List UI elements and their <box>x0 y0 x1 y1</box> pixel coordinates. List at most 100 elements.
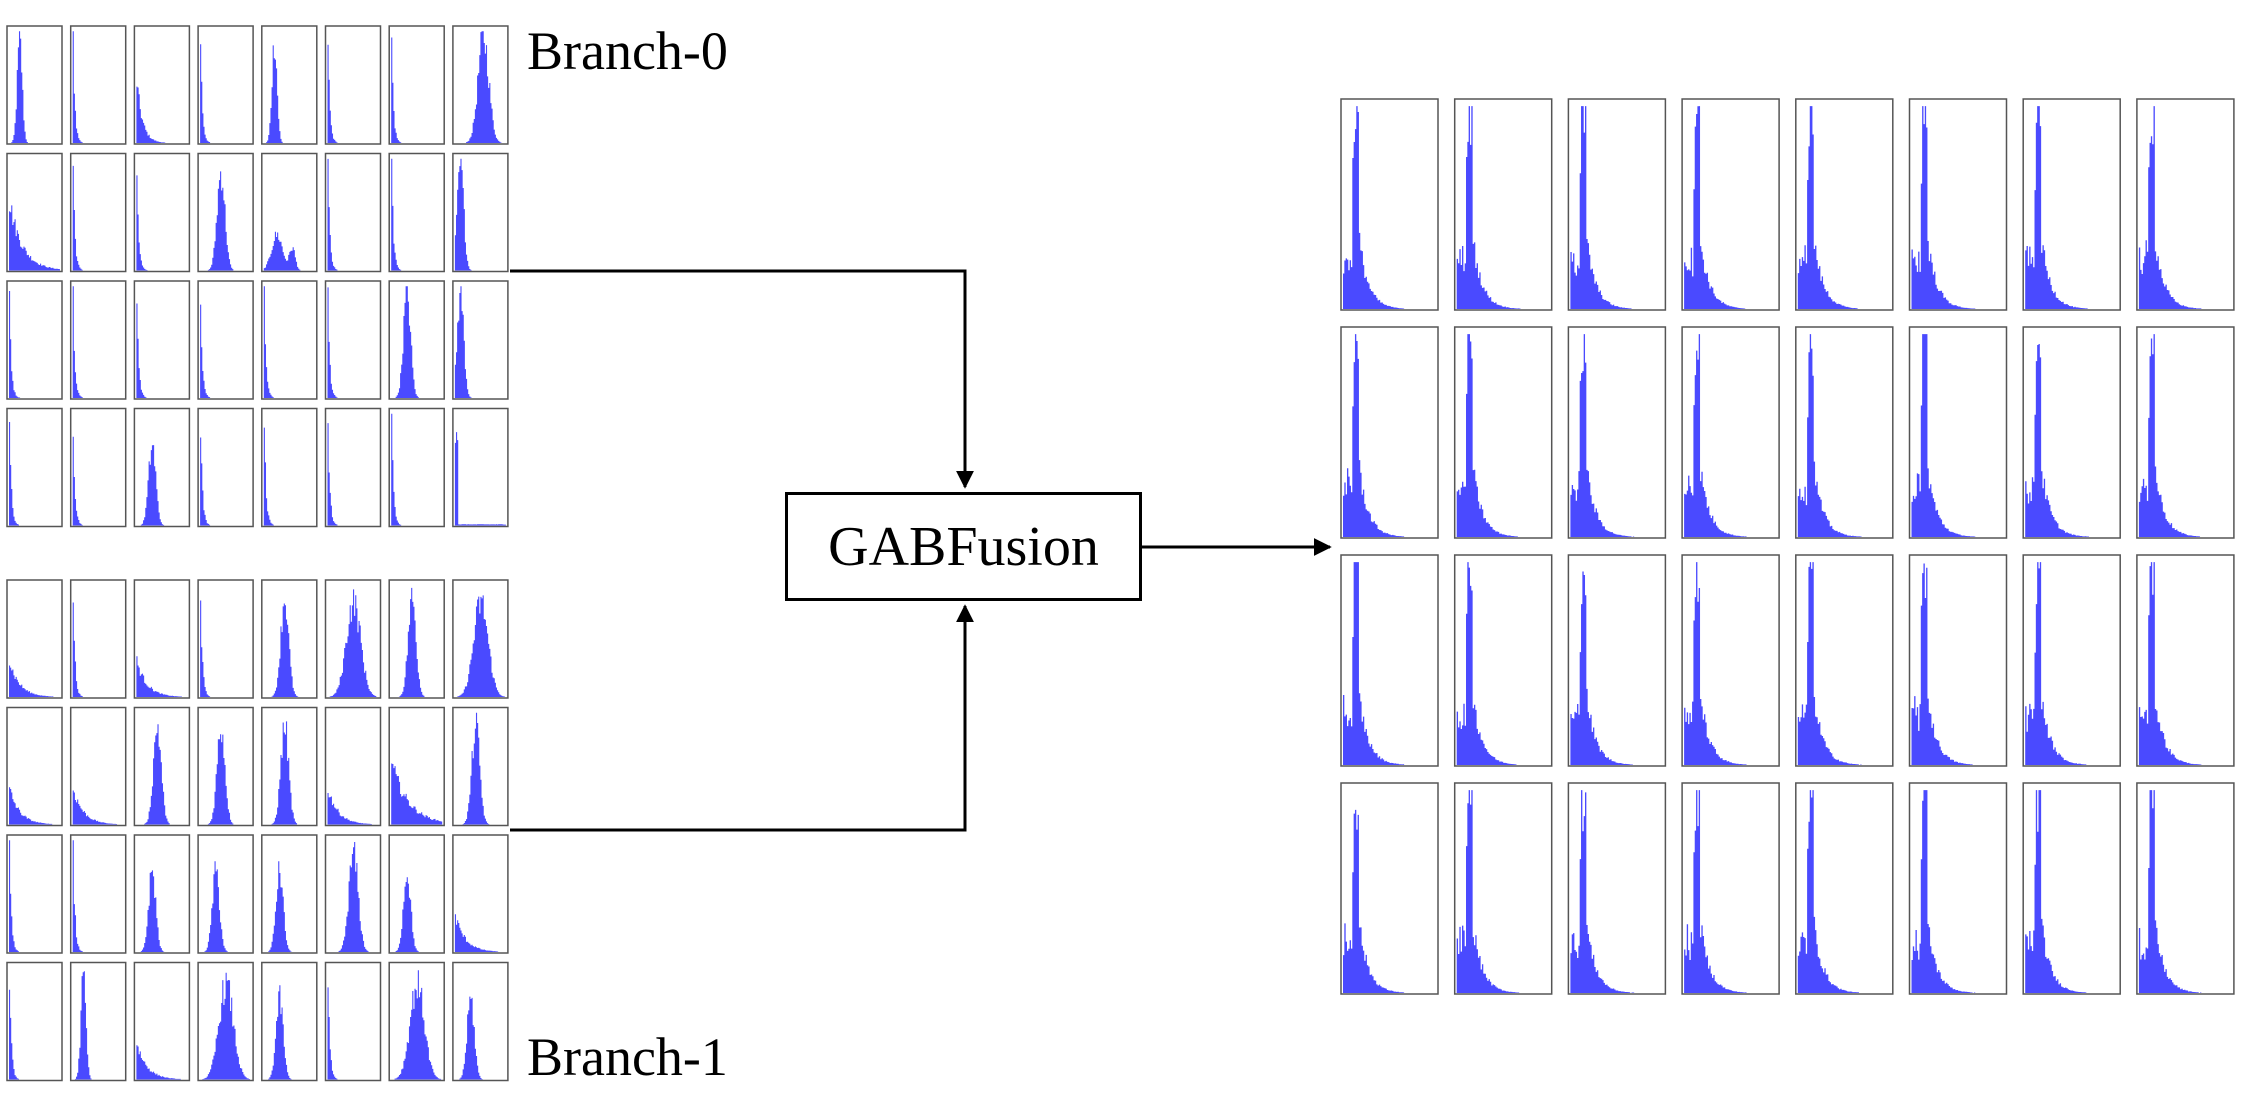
histogram-frame <box>452 407 509 528</box>
histogram-bars <box>1797 334 1862 537</box>
output-histogram-panel <box>2022 98 2121 311</box>
branch0-histogram-panel <box>324 407 382 528</box>
histogram-bars <box>207 171 234 271</box>
histogram-frame <box>69 280 127 400</box>
histogram-bars <box>2138 790 2202 993</box>
branch1-histogram-panel <box>388 961 445 1082</box>
histogram-bars <box>454 914 499 952</box>
histogram-bars <box>327 793 372 825</box>
histogram-frame <box>69 407 127 528</box>
histogram-bars <box>1684 790 1747 993</box>
branch1-histogram-panel <box>452 579 509 699</box>
branch0-histogram-panel <box>261 25 318 145</box>
branch0-label: Branch-0 <box>527 21 728 81</box>
branch0-histogram-panel <box>69 407 127 528</box>
branch1-histogram-panel <box>388 706 445 827</box>
histogram-bars <box>271 721 298 825</box>
histogram-frame <box>6 834 63 954</box>
histogram-bars <box>72 602 83 697</box>
branch0-histogram-panel <box>6 407 63 528</box>
histogram-bars <box>1684 334 1747 537</box>
branch0-histogram-panel <box>388 407 445 528</box>
output-histogram-panel <box>2136 98 2235 311</box>
histogram-bars <box>338 842 369 952</box>
histogram-bars <box>72 31 83 144</box>
branch1-histogram-panel <box>133 579 191 699</box>
histogram-bars <box>9 665 54 697</box>
branch1-histogram-panel <box>69 961 127 1082</box>
histogram-bars <box>454 286 472 398</box>
histogram-frame <box>197 25 254 145</box>
histogram-bars <box>1456 562 1517 765</box>
histogram-bars <box>459 996 483 1080</box>
histogram-bars <box>263 231 301 271</box>
branch1-histogram-panel <box>452 834 509 954</box>
output-histogram-panel <box>1795 554 1894 767</box>
output-histogram-panel <box>1567 98 1667 311</box>
output-histogram-panel <box>1681 326 1780 539</box>
branch1-histogram-panel <box>133 961 191 1082</box>
histogram-bars <box>136 175 148 271</box>
histogram-frame <box>324 407 382 528</box>
output-histogram-panel <box>1453 554 1553 767</box>
histogram-frame <box>133 961 191 1082</box>
branch1-histogram-panel <box>69 834 127 954</box>
histogram-frame <box>324 280 382 400</box>
branch0-histogram-panel <box>69 152 127 273</box>
histogram-bars <box>72 840 83 952</box>
histogram-bars <box>1343 106 1405 309</box>
branch0-histogram-panel <box>69 280 127 400</box>
histogram-bars <box>271 603 299 697</box>
histogram-bars <box>1570 571 1633 765</box>
histogram-frame <box>388 407 445 528</box>
output-histogram-panel <box>1908 782 2008 995</box>
histogram-bars <box>9 422 19 526</box>
histogram-bars <box>1343 562 1405 765</box>
histogram-bars <box>327 423 338 526</box>
histogram-bars <box>329 589 377 697</box>
histogram-bars <box>391 413 402 526</box>
output-histogram-panel <box>1453 326 1553 539</box>
branch1-histogram-panel <box>324 834 382 954</box>
branch0-histogram-panel <box>452 407 509 528</box>
branch0-histogram-panel <box>261 280 318 400</box>
histogram-bars <box>1797 562 1862 765</box>
histogram-bars <box>1684 106 1746 309</box>
histogram-frame <box>452 961 509 1082</box>
output-histogram-panel <box>1795 782 1894 995</box>
branch1-histogram-panel <box>261 834 318 954</box>
histogram-bars <box>202 972 250 1080</box>
branch1-to-fusion-arrow <box>510 604 974 832</box>
histogram-bars <box>2025 790 2087 993</box>
histogram-frame <box>324 706 382 827</box>
branch0-histogram-panel <box>388 25 445 145</box>
output-histogram-panel <box>2022 554 2121 767</box>
output-histogram-grid <box>1340 98 2235 995</box>
output-histogram-panel <box>1567 782 1667 995</box>
branch1-histogram-panel <box>324 579 382 699</box>
branch1-histogram-panel <box>6 834 63 954</box>
branch0-histogram-panel <box>6 280 63 400</box>
branch0-histogram-panel <box>452 280 509 400</box>
branch1-histogram-panel <box>197 961 254 1082</box>
histogram-frame <box>197 579 254 699</box>
output-histogram-panel <box>2136 554 2235 767</box>
histogram-bars <box>9 291 21 398</box>
histogram-frame <box>69 25 127 145</box>
histogram-frame <box>197 280 254 400</box>
branch1-histogram-panel <box>69 579 127 699</box>
histogram-bars <box>204 861 228 952</box>
branch1-histogram-grid <box>6 579 509 1082</box>
histogram-bars <box>2025 562 2087 765</box>
branch1-histogram-panel <box>324 706 382 827</box>
histogram-bars <box>2138 106 2202 309</box>
histogram-frame <box>133 706 191 827</box>
histogram-bars <box>136 303 147 398</box>
histogram-bars <box>268 985 292 1080</box>
histogram-bars <box>1684 562 1747 765</box>
histogram-bars <box>72 165 83 271</box>
histogram-bars <box>465 31 502 144</box>
histogram-bars <box>136 1045 181 1080</box>
